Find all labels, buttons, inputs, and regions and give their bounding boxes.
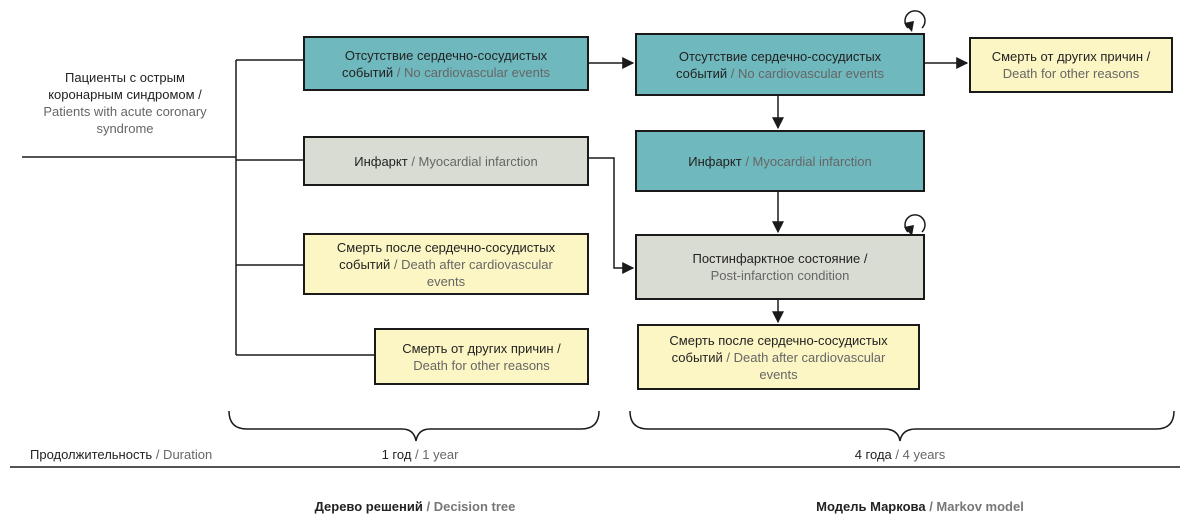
tree-node-death-other: Смерть от других причин / Death for othe… [374, 328, 589, 385]
duration-markov: 4 года / 4 years [854, 447, 946, 462]
patients-label: Пациенты с острым коронарным синдромом /… [43, 70, 207, 136]
markov-node-death-other: Смерть от других причин / Death for othe… [969, 37, 1173, 93]
duration-label: Продолжительность / Duration [30, 447, 213, 462]
brace-tree [228, 410, 600, 442]
markov-node-infarction: Инфаркт / Myocardial infarction [635, 130, 925, 192]
markov-node-death-cv: Смерть после сердечно-сосудистых событий… [637, 324, 920, 390]
markov-node-no-events: Отсутствие сердечно-сосудистых событий /… [635, 33, 925, 96]
duration-tree: 1 год / 1 year [381, 447, 459, 462]
brace-markov [629, 410, 1175, 442]
self-loop-no-events [904, 10, 926, 29]
tree-node-death-cv: Смерть после сердечно-сосудистых событий… [303, 233, 589, 295]
tree-node-infarction: Инфаркт / Myocardial infarction [303, 136, 589, 186]
markov-node-post-infarction: Постинфарктное состояние / Post-infarcti… [635, 234, 925, 300]
arrow-infarction-to-post [589, 157, 635, 274]
footer-markov-model: Модель Маркова / Markov model [816, 499, 1024, 514]
self-loop-post [904, 214, 926, 233]
tree-node-no-events: Отсутствие сердечно-сосудистых событий /… [303, 36, 589, 91]
footer-decision-tree: Дерево решений / Decision tree [314, 499, 516, 514]
